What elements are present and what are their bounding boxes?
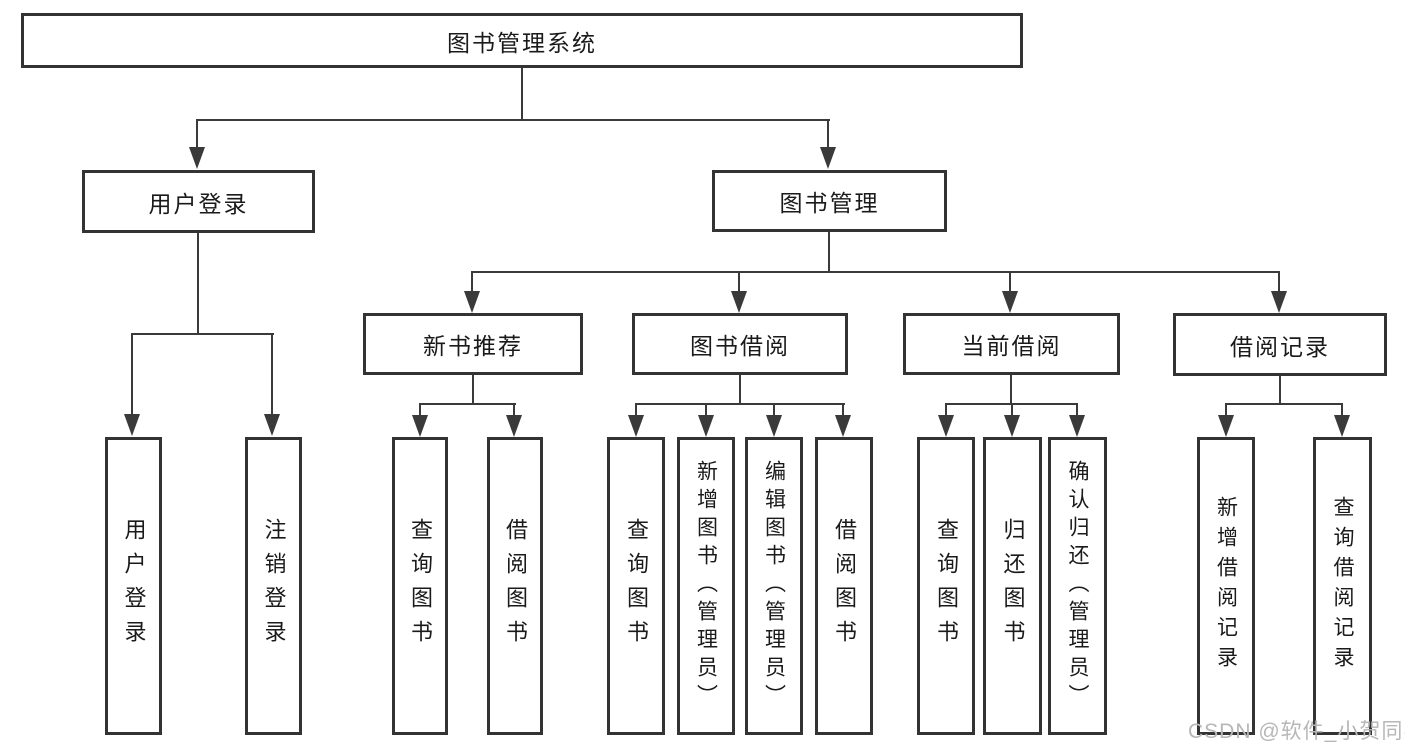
node-current-borrow-label: 当前借阅 bbox=[961, 333, 1062, 359]
leaf-label: 用户登录 bbox=[121, 518, 147, 654]
connector-line bbox=[196, 119, 198, 150]
connector-line bbox=[705, 403, 707, 417]
connector-line bbox=[513, 403, 515, 417]
leaf-confirm-return-admin: 确认归还（管理员） bbox=[1048, 437, 1107, 735]
leaf-add-books-admin: 新增图书（管理员） bbox=[677, 437, 735, 735]
leaf-borrow-books-recommend: 借阅图书 bbox=[487, 437, 543, 735]
arrowhead-icon bbox=[506, 415, 522, 437]
connector-line bbox=[945, 403, 947, 417]
arrowhead-icon bbox=[1271, 291, 1287, 313]
arrowhead-icon bbox=[1004, 415, 1020, 437]
connector-line bbox=[197, 233, 199, 334]
arrowhead-icon bbox=[1218, 415, 1234, 437]
leaf-label: 归还图书 bbox=[1000, 518, 1026, 654]
leaf-label: 查询借阅记录 bbox=[1331, 496, 1354, 676]
connector-line bbox=[1010, 375, 1012, 404]
leaf-query-books-current: 查询图书 bbox=[917, 437, 975, 735]
leaf-label: 查询图书 bbox=[624, 518, 649, 654]
connector-line bbox=[1225, 403, 1227, 417]
leaf-edit-books-admin: 编辑图书（管理员） bbox=[745, 437, 803, 735]
arrowhead-icon bbox=[766, 415, 782, 437]
node-new-book-recommend: 新书推荐 bbox=[363, 313, 583, 375]
connector-line bbox=[827, 119, 829, 150]
connector-line bbox=[773, 403, 775, 417]
leaf-label: 新增图书（管理员） bbox=[694, 460, 718, 712]
arrowhead-icon bbox=[412, 415, 428, 437]
leaf-label: 借阅图书 bbox=[503, 518, 528, 654]
connector-line bbox=[419, 403, 421, 417]
leaf-label: 新增借阅记录 bbox=[1214, 496, 1238, 676]
leaf-query-borrow-record: 查询借阅记录 bbox=[1313, 437, 1372, 735]
node-borrow-record-label: 借阅记录 bbox=[1230, 333, 1330, 360]
leaf-label: 确认归还（管理员） bbox=[1066, 460, 1089, 712]
node-user-login: 用户登录 bbox=[82, 170, 315, 233]
connector-line bbox=[1278, 271, 1280, 293]
connector-line bbox=[635, 403, 845, 405]
connector-line bbox=[1341, 403, 1343, 417]
connector-line bbox=[131, 333, 133, 417]
leaf-return-books: 归还图书 bbox=[983, 437, 1042, 735]
arrowhead-icon bbox=[835, 415, 851, 437]
arrowhead-icon bbox=[938, 415, 954, 437]
connector-line bbox=[1011, 403, 1013, 417]
connector-line bbox=[1226, 403, 1343, 405]
leaf-label: 借阅图书 bbox=[832, 518, 857, 654]
leaf-label: 查询图书 bbox=[934, 518, 959, 654]
leaf-logout: 注销登录 bbox=[245, 437, 302, 735]
leaf-user-login: 用户登录 bbox=[105, 437, 162, 735]
connector-line bbox=[132, 333, 274, 335]
node-book-management-label: 图书管理 bbox=[779, 190, 880, 216]
connector-line bbox=[828, 232, 830, 272]
node-borrow-record: 借阅记录 bbox=[1173, 313, 1387, 376]
node-book-borrow-label: 图书借阅 bbox=[690, 333, 790, 359]
connector-line bbox=[635, 403, 637, 417]
connector-line bbox=[472, 271, 1280, 273]
connector-line bbox=[472, 375, 474, 404]
connector-line bbox=[521, 68, 523, 120]
node-book-management: 图书管理 bbox=[712, 170, 947, 232]
leaf-label: 注销登录 bbox=[261, 518, 287, 654]
leaf-label: 查询图书 bbox=[408, 518, 433, 654]
arrowhead-icon bbox=[1002, 291, 1018, 313]
arrowhead-icon bbox=[1069, 415, 1085, 437]
arrowhead-icon bbox=[731, 291, 747, 313]
connector-line bbox=[1076, 403, 1078, 417]
arrowhead-icon bbox=[698, 415, 714, 437]
arrowhead-icon bbox=[820, 147, 836, 169]
connector-line bbox=[471, 271, 473, 293]
arrowhead-icon bbox=[264, 414, 280, 436]
arrowhead-icon bbox=[628, 415, 644, 437]
connector-line bbox=[739, 375, 741, 404]
node-root-label: 图书管理系统 bbox=[447, 29, 597, 56]
connector-line bbox=[1279, 376, 1281, 404]
connector-line bbox=[842, 403, 844, 417]
connector-line bbox=[1009, 271, 1011, 293]
connector-line bbox=[271, 333, 273, 417]
node-book-borrow: 图书借阅 bbox=[632, 313, 848, 375]
csdn-watermark: CSDN @软件_小贺同学 bbox=[1188, 720, 1405, 743]
connector-line bbox=[197, 119, 830, 121]
arrowhead-icon bbox=[1334, 415, 1350, 437]
arrowhead-icon bbox=[464, 291, 480, 313]
leaf-add-borrow-record: 新增借阅记录 bbox=[1197, 437, 1255, 735]
connector-line bbox=[419, 403, 516, 405]
leaf-borrow-books: 借阅图书 bbox=[815, 437, 873, 735]
node-user-login-label: 用户登录 bbox=[148, 190, 249, 217]
leaf-query-books-recommend: 查询图书 bbox=[392, 437, 448, 735]
node-root: 图书管理系统 bbox=[21, 13, 1023, 68]
arrowhead-icon bbox=[124, 414, 140, 436]
node-new-book-recommend-label: 新书推荐 bbox=[423, 333, 523, 359]
connector-line bbox=[738, 271, 740, 293]
arrowhead-icon bbox=[189, 147, 205, 169]
leaf-label: 编辑图书（管理员） bbox=[762, 460, 786, 712]
node-current-borrow: 当前借阅 bbox=[903, 313, 1120, 375]
leaf-query-books-borrow: 查询图书 bbox=[607, 437, 665, 735]
